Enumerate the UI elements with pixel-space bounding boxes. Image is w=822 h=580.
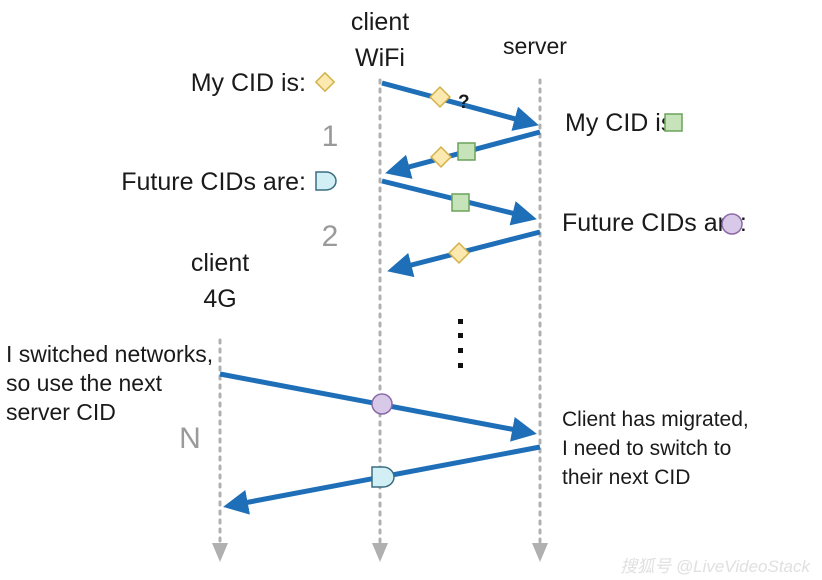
blue-d-shape-icon (315, 171, 337, 191)
purple-circle-icon (721, 213, 743, 235)
client-4g-header-line1: client (191, 249, 249, 277)
switched-networks-line3: server CID (6, 399, 116, 425)
switched-networks-line2: so use the next (6, 370, 163, 396)
green-square-icon (457, 142, 476, 161)
client-wifi-header-line1: client (351, 8, 409, 36)
client-future-cids-label: Future CIDs are: (121, 168, 306, 196)
client-migrated-line2: I need to switch to (562, 437, 731, 460)
client-4g-lifeline-end-arrow (212, 543, 228, 562)
client-my-cid-label: My CID is: (191, 69, 306, 97)
yellow-diamond-icon (430, 146, 452, 168)
message-arrow-1 (381, 80, 539, 131)
step-2-label: 2 (322, 220, 339, 253)
blue-d-shape-icon (371, 466, 395, 488)
client-wifi-lifeline-end-arrow (372, 543, 388, 562)
yellow-diamond-icon (429, 86, 451, 108)
step-n-label: N (179, 422, 201, 455)
watermark: 搜狐号 @LiveVideoStack (620, 557, 811, 576)
step-1-label: 1 (322, 120, 339, 153)
server-my-cid-label: My CID is: (565, 109, 680, 137)
green-square-icon (664, 113, 683, 132)
yellow-diamond-icon (448, 242, 470, 264)
client-4g-header-line2: 4G (203, 285, 236, 313)
server-lifeline-end-arrow (532, 543, 548, 562)
yellow-diamond-icon (314, 71, 336, 93)
switched-networks-line1: I switched networks, (6, 341, 213, 367)
server-header: server (503, 33, 567, 59)
client-migrated-line1: Client has migrated, (562, 408, 749, 431)
client-wifi-header-line2: WiFi (355, 44, 405, 72)
question-mark: ? (458, 92, 470, 113)
green-square-icon (451, 193, 470, 212)
continuation-ellipsis (458, 319, 463, 368)
purple-circle-icon (371, 393, 393, 415)
client-migrated-line3: their next CID (562, 466, 690, 489)
server-future-cids-label: Future CIDs are: (562, 209, 747, 237)
